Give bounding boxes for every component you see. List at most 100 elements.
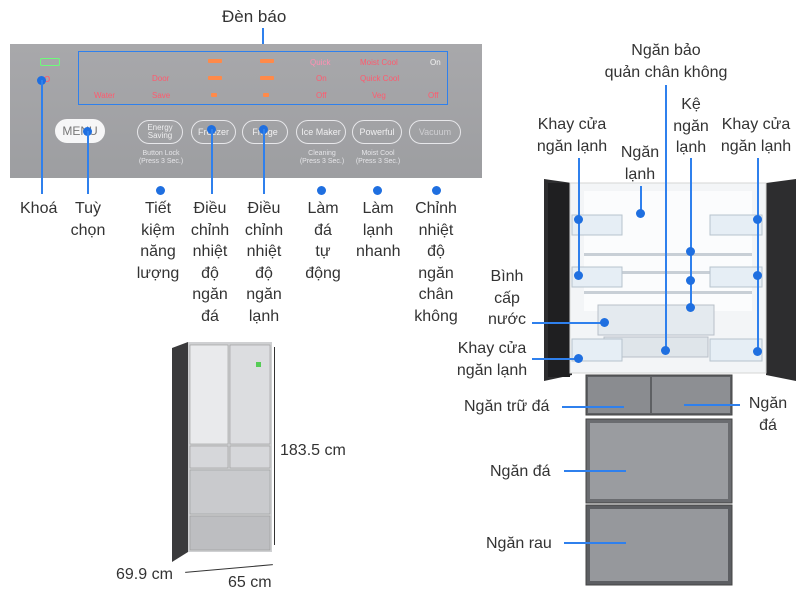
cleaning-text: Cleaning	[308, 150, 336, 157]
label-line: chỉnh	[244, 221, 284, 239]
led	[208, 59, 222, 63]
label-line: đá	[759, 416, 777, 434]
label-line: lượng	[136, 264, 180, 282]
ice-maker-button[interactable]: Ice Maker	[296, 120, 346, 144]
press-3sec-text: (Press 3 Sec.)	[355, 158, 401, 165]
water-tank-dot	[600, 318, 609, 327]
label-line: nhiệt	[418, 221, 454, 239]
label-line: lạnh	[362, 221, 394, 239]
door-tray-left-dot	[574, 215, 583, 224]
label-line: Tiết	[144, 200, 172, 217]
door-tray-lower-label: Khay cửa ngăn lạnh	[450, 338, 534, 381]
indicator-title: Đèn báo	[222, 7, 287, 26]
indicator-on: On	[430, 58, 441, 67]
powerful-button[interactable]: Powerful	[352, 120, 402, 144]
menu-label: Tuỳ chọn	[68, 198, 108, 241]
label-line: độ	[255, 264, 273, 282]
indicator-box	[78, 51, 448, 105]
label-line: ngăn	[418, 264, 454, 282]
freezer-small-label: Ngăn đá	[740, 393, 796, 436]
vegetable-label: Ngăn rau	[486, 535, 552, 552]
menu-button[interactable]: MENU	[55, 119, 105, 143]
freezer-label: Ngăn đá	[490, 463, 551, 480]
label-line: kiệm	[141, 221, 175, 239]
indicator-off-2: Off	[428, 91, 439, 100]
label-line: động	[305, 264, 341, 282]
vacuum-chamber-label: Ngăn bảo quản chân không	[596, 40, 736, 83]
label-line: năng	[140, 243, 176, 260]
shelf-dot	[686, 276, 695, 285]
door-tray-right-dot	[753, 347, 762, 356]
label-line: lạnh	[675, 139, 707, 156]
door-tray-lower-dot	[574, 354, 583, 363]
label-line: ngăn lạnh	[720, 137, 792, 155]
control-panel: ‒o Quick Moist Cool On Door On Quick Coo…	[10, 44, 482, 178]
led	[260, 76, 274, 80]
indicator-veg: Veg	[372, 91, 386, 100]
label-line: nhiệt	[246, 243, 282, 260]
door-tray-left-label: Khay cửa ngăn lạnh	[530, 114, 614, 157]
label-line: đá	[201, 307, 219, 325]
label-line: chân	[418, 286, 454, 303]
label-line: Chỉnh	[415, 200, 457, 217]
label-line: nước	[487, 311, 527, 328]
vacuum-button[interactable]: Vacuum	[409, 120, 461, 144]
label-line: Làm	[307, 200, 339, 217]
label-line: cấp	[494, 289, 520, 307]
label-line: Tuỳ	[74, 200, 102, 217]
label-line: chọn	[70, 221, 106, 239]
fridge-product-image	[172, 342, 272, 562]
indicator-quick-cool: Quick Cool	[360, 74, 400, 83]
freezer-label: Điều chỉnh nhiệt độ ngăn đá	[186, 198, 234, 327]
led	[208, 76, 222, 80]
label-line: ngăn	[192, 286, 228, 303]
fridge-label: Điều chỉnh nhiệt độ ngăn lạnh	[240, 198, 288, 327]
label-line: Bình	[490, 268, 524, 285]
label-line: không	[414, 307, 458, 325]
label-line: Điều	[247, 200, 281, 217]
fridge-compartment-label: Ngăn lạnh	[614, 142, 666, 185]
fridge-compartment-dot	[636, 209, 645, 218]
label-line: Khay cửa	[457, 340, 527, 357]
shelf-dot	[686, 247, 695, 256]
vacuum-label: Chỉnh nhiệt độ ngăn chân không	[410, 198, 462, 327]
press-3sec-text: (Press 3 Sec.)	[299, 158, 345, 165]
label-line: nhiệt	[192, 243, 228, 260]
cool-label: Làm lạnh nhanh	[356, 198, 401, 263]
vacuum-chamber-dot	[661, 346, 670, 355]
lock-icon	[40, 58, 60, 66]
label-line: ngăn lạnh	[456, 361, 528, 379]
led	[260, 59, 274, 63]
label-line: ngăn	[246, 286, 282, 303]
energy-dot	[156, 186, 165, 195]
button-lock-text: Button Lock	[142, 150, 180, 157]
label-line: Kệ	[681, 96, 701, 113]
water-tank-label: Bình cấp nước	[484, 266, 530, 331]
indicator-leader	[262, 28, 264, 50]
label-line: độ	[201, 264, 219, 282]
ice-label: Làm đá tự động	[302, 198, 344, 284]
label-line: ngăn lạnh	[536, 137, 608, 155]
label-line: ngăn	[673, 117, 709, 135]
indicator-moist-cool: Moist Cool	[360, 58, 398, 67]
label-line: lạnh	[248, 307, 280, 325]
moist-cool-text: Moist Cool	[361, 150, 395, 157]
indicator-water: Water	[94, 91, 116, 100]
height-dimension: 183.5 cm	[280, 442, 346, 459]
indicator-quick: Quick	[310, 58, 331, 67]
label-line: Điều	[193, 200, 227, 217]
shelf-label: Kệ ngăn lạnh	[668, 94, 714, 159]
label-line: quản chân không	[604, 63, 728, 81]
open-fridge-image	[544, 179, 796, 586]
label-line: nhanh	[356, 243, 401, 260]
door-tray-left-dot	[574, 271, 583, 280]
lock-label: Khoá	[20, 200, 58, 217]
ice-storage-label: Ngăn trữ đá	[464, 398, 550, 415]
ice-dot	[317, 186, 326, 195]
label-line: Ngăn	[748, 395, 788, 412]
cool-dot	[373, 186, 382, 195]
door-tray-right-dot	[753, 215, 762, 224]
vacuum-dot	[432, 186, 441, 195]
label-line: Làm	[362, 200, 394, 217]
energy-saving-button[interactable]: Energy Saving	[137, 120, 183, 144]
